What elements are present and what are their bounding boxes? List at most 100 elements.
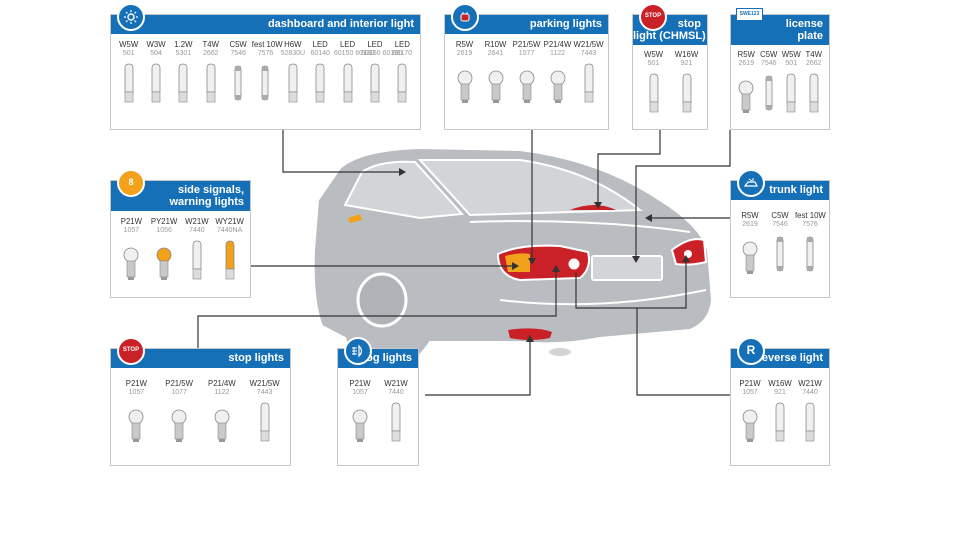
bulb-code: 2619 [742, 221, 758, 228]
bulb-name: C5W [760, 50, 778, 59]
bulb-name: W3W [146, 40, 166, 49]
bulb-name: R5W [737, 50, 755, 59]
bulb-icon [206, 63, 216, 103]
bulb-code: 60160 60190 [361, 50, 403, 57]
bulb-icon [214, 409, 230, 442]
panel-title: dashboard and interior light [111, 15, 420, 34]
bulb-code: 501 [647, 60, 660, 67]
bulb-icon [776, 236, 784, 272]
line-chmsl [597, 130, 661, 204]
side-marker-lamp [348, 214, 362, 223]
bulb-code: 7546 [772, 221, 788, 228]
arrow-side [512, 262, 519, 270]
bulb-code: 1057 [742, 389, 758, 396]
bulb-name: W5W [119, 40, 139, 49]
bulb-icon [742, 409, 758, 442]
left-reverse-lamp [565, 255, 583, 273]
stop-sign-icon: STOP [117, 337, 145, 365]
bulb-name: P21/4W [208, 379, 236, 388]
bulb-name: C5W [771, 211, 789, 220]
bulb-icon [171, 409, 187, 442]
reverse-gear-icon: R [737, 337, 765, 365]
turn-signal-icon-text: 8 [128, 177, 134, 187]
bulb-name: R5W [455, 40, 474, 49]
bulb-icon [397, 63, 407, 103]
bulb-name: W16W [768, 379, 792, 388]
bulb-icon [765, 75, 773, 111]
bulb-icon [123, 247, 139, 280]
license-plate-icon: SWE123 [736, 8, 763, 21]
bulb-name: H6W [284, 40, 302, 49]
line-license [635, 130, 731, 258]
bulb-name: WY21W [215, 217, 244, 226]
panel-title-line1: stop [677, 18, 701, 30]
arrow-stop [552, 265, 560, 272]
bulb-name: T4W [202, 40, 219, 49]
bulb-icon [370, 63, 380, 103]
panel-title: stop lights [111, 349, 290, 368]
bulb-icon [550, 70, 565, 103]
bulb-code: 1057 [352, 389, 368, 396]
bulb-code: 2619 [456, 50, 473, 57]
bulb-name: W5W [781, 50, 801, 59]
reverse-icon-text: R [746, 343, 756, 357]
bulb-code: 921 [680, 60, 693, 67]
car-exhaust [547, 346, 573, 358]
bulb-code: 1057 [123, 227, 140, 234]
bulb-icon [584, 63, 593, 103]
arrow-license [632, 256, 640, 263]
bulb-icon [234, 65, 242, 101]
bulb-code: 504 [150, 50, 162, 57]
bulb-name: fest 10W [795, 211, 826, 220]
bulb-name: W21/5W [573, 40, 604, 49]
arrow-parking [528, 258, 536, 265]
bulb-icon [742, 241, 758, 274]
center-brake-lamp [570, 205, 616, 210]
line-stop-right [575, 260, 687, 309]
bulb-icon [343, 63, 352, 103]
bulb-name: P21W [739, 379, 761, 388]
bulb-name: LED [339, 40, 356, 49]
arrow-dashboard [399, 168, 406, 176]
bulb-code: 2662 [805, 60, 822, 67]
car-rear-window [417, 159, 643, 217]
leader-lines [197, 130, 731, 396]
bulb-name: P21/5W [165, 379, 193, 388]
bulb-icon [124, 63, 134, 103]
bulb-name: 1.2W [174, 40, 193, 49]
car-license-plate [591, 255, 663, 281]
parking-light-icon [451, 3, 479, 31]
bulb-code: 7576 [257, 50, 274, 57]
bulb-icon [128, 409, 144, 442]
bulb-icon [488, 70, 503, 103]
arrow-fog [526, 335, 534, 342]
bulb-icon [262, 65, 269, 101]
fog-light-icon [344, 337, 372, 365]
bulb-code: 7440NA [216, 227, 243, 234]
